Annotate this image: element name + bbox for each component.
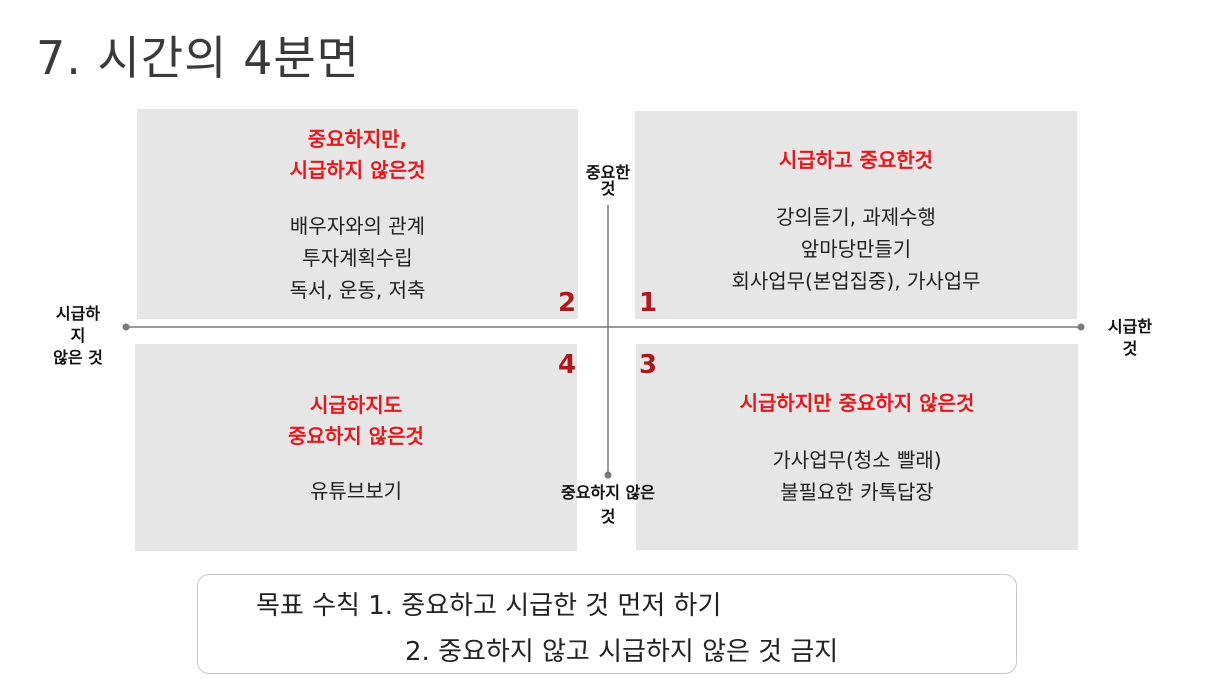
quadrant-number-2: 2 <box>558 288 577 318</box>
quadrant-3: 시급하지만 중요하지 않은것 가사업무(청소 빨래) 불필요한 카톡답장 <box>636 344 1078 550</box>
axis-label-left: 시급하 지 않은 것 <box>53 304 103 367</box>
goal-line-1: 목표 수칙 1. 중요하고 시급한 것 먼저 하기 <box>256 591 722 621</box>
left-axis-dot <box>122 323 130 331</box>
quadrant-3-title: 시급하지만 중요하지 않은것 <box>739 391 975 415</box>
list-item: 회사업무(본업집중), 가사업무 <box>731 269 981 293</box>
quadrant-number-4: 4 <box>558 350 577 380</box>
quadrant-3-items: 가사업무(청소 빨래) 불필요한 카톡답장 <box>636 444 1078 508</box>
quadrant-2: 중요하지만, 시급하지 않은것 배우자와의 관계 투자계획수립 독서, 운동, … <box>137 109 578 319</box>
list-item: 불필요한 카톡답장 <box>780 480 934 504</box>
axis-label-bottom: 중요하지 않은 것 <box>561 483 655 526</box>
list-item: 앞마당만들기 <box>800 237 912 261</box>
quadrant-4-items: 유튜브보기 <box>135 475 577 507</box>
quadrant-1: 시급하고 중요한것 강의듣기, 과제수행 앞마당만들기 회사업무(본업집중), … <box>635 111 1077 319</box>
quadrant-1-title: 시급하고 중요한것 <box>778 148 934 172</box>
quadrant-number-1: 1 <box>639 288 658 318</box>
right-axis-dot <box>1077 323 1085 331</box>
list-item: 독서, 운동, 저축 <box>289 278 426 302</box>
quadrant-1-items: 강의듣기, 과제수행 앞마당만들기 회사업무(본업집중), 가사업무 <box>635 201 1077 297</box>
axis-label-right: 시급한 것 <box>1107 317 1153 358</box>
quadrant-4-title: 시급하지도 중요하지 않은것 <box>288 393 424 448</box>
quadrant-number-3: 3 <box>639 350 658 380</box>
quadrant-4: 시급하지도 중요하지 않은것 유튜브보기 <box>135 344 577 551</box>
goal-box: 목표 수칙 1. 중요하고 시급한 것 먼저 하기 2. 중요하지 않고 시급하… <box>197 574 1017 674</box>
axis-label-top: 중요한 것 <box>585 163 631 198</box>
list-item: 유튜브보기 <box>310 479 402 503</box>
page-title: 7. 시간의 4분면 <box>36 31 360 85</box>
quadrant-2-title: 중요하지만, 시급하지 않은것 <box>289 127 426 182</box>
list-item: 가사업무(청소 빨래) <box>772 448 942 472</box>
list-item: 강의듣기, 과제수행 <box>776 205 936 229</box>
goal-line-2: 2. 중요하지 않고 시급하지 않은 것 금지 <box>405 637 839 667</box>
quadrant-2-items: 배우자와의 관계 투자계획수립 독서, 운동, 저축 <box>137 210 578 306</box>
bottom-axis-dot <box>604 471 612 479</box>
list-item: 투자계획수립 <box>302 246 413 270</box>
list-item: 배우자와의 관계 <box>289 214 426 238</box>
